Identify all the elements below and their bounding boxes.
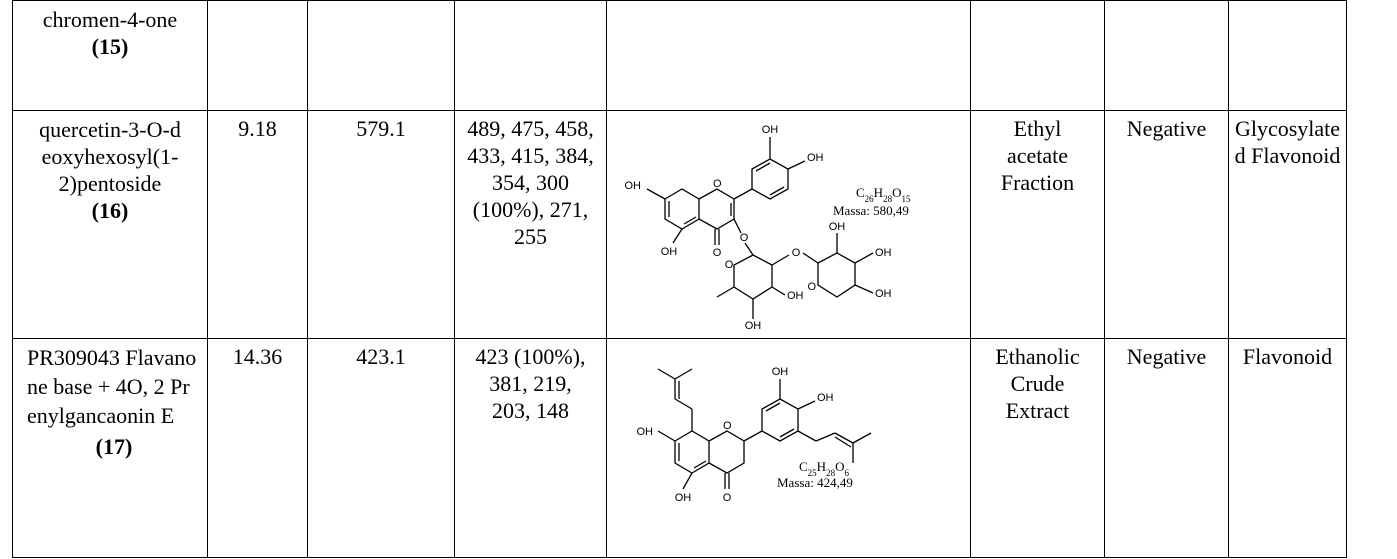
- svg-text:O: O: [713, 247, 722, 259]
- class-cell: [1228, 0, 1347, 111]
- fraction-cell: Ethyl acetate Fraction: [970, 110, 1105, 339]
- molecular-formula: C26H28O15: [856, 185, 911, 204]
- svg-text:O: O: [723, 420, 732, 432]
- table-row: PR309043 Flavanone base + 4O, 2 Prenylga…: [12, 338, 1347, 558]
- compound-table: chromen-4-one (15) quercetin-3-O-deoxyhe…: [12, 0, 1347, 558]
- prenylgancaonin-structure: OH OH OH O OH O C25H28O6 Massa: 424,49: [637, 366, 872, 504]
- svg-text:O: O: [740, 232, 749, 244]
- table-row: chromen-4-one (15): [12, 0, 1347, 111]
- structure-cell: [606, 0, 971, 111]
- svg-text:O: O: [725, 259, 734, 271]
- fraction-cell: Ethanolic Crude Extract: [970, 338, 1105, 558]
- svg-text:OH: OH: [625, 180, 642, 192]
- ion-mode-cell: Negative: [1104, 338, 1229, 558]
- molecular-formula: C25H28O6: [799, 459, 849, 478]
- table-row: quercetin-3-O-deoxyhexosyl(1-2)pentoside…: [12, 110, 1347, 339]
- structure-cell: OH OH OH O OH O O O O OH OH OH OH O OH C…: [606, 110, 971, 339]
- quercetin-glycoside-structure: OH OH OH O OH O O O O OH OH OH OH O OH C…: [625, 124, 911, 332]
- svg-text:OH: OH: [875, 288, 892, 300]
- mz-value: 423.1: [356, 344, 406, 369]
- svg-text:O: O: [713, 178, 722, 190]
- fragments-cell: [454, 0, 607, 111]
- molecular-mass: Massa: 580,49: [833, 203, 909, 218]
- retention-time-cell: [207, 0, 308, 111]
- svg-text:O: O: [807, 281, 816, 293]
- compound-name: chromen-4-one: [42, 7, 178, 32]
- fragment-ions: 489, 475, 458, 433, 415, 384, 354, 300 (…: [467, 116, 594, 249]
- structure-cell: OH OH OH O OH O C25H28O6 Massa: 424,49: [606, 338, 971, 558]
- compound-class: Glycosylated Flavonoid: [1234, 116, 1341, 168]
- fraction: Ethanolic Crude Extract: [995, 344, 1080, 423]
- mz-cell: 579.1: [307, 110, 455, 339]
- svg-text:OH: OH: [762, 124, 779, 136]
- svg-text:OH: OH: [661, 246, 678, 258]
- svg-text:O: O: [792, 247, 801, 259]
- compound-number: (17): [95, 434, 133, 459]
- svg-text:OH: OH: [817, 392, 834, 404]
- svg-text:OH: OH: [637, 426, 654, 438]
- ion-mode: Negative: [1126, 116, 1207, 141]
- retention-time: 14.36: [232, 344, 283, 369]
- retention-time-cell: 14.36: [207, 338, 308, 558]
- retention-time-cell: 9.18: [207, 110, 308, 339]
- ion-mode-cell: [1104, 0, 1229, 111]
- compound-name-cell: chromen-4-one (15): [12, 0, 208, 111]
- fraction-cell: [970, 0, 1105, 111]
- fragments-cell: 489, 475, 458, 433, 415, 384, 354, 300 (…: [454, 110, 607, 339]
- class-cell: Glycosylated Flavonoid: [1228, 110, 1347, 339]
- compound-number: (16): [91, 198, 129, 223]
- svg-text:OH: OH: [787, 290, 804, 302]
- class-cell: Flavonoid: [1228, 338, 1347, 558]
- mz-value: 579.1: [356, 116, 406, 141]
- fragment-ions: 423 (100%), 381, 219, 203, 148: [475, 344, 586, 423]
- svg-text:OH: OH: [745, 320, 762, 332]
- molecular-mass: Massa: 424,49: [777, 475, 853, 490]
- svg-text:OH: OH: [675, 492, 692, 504]
- compound-class: Flavonoid: [1242, 344, 1333, 369]
- svg-text:OH: OH: [875, 247, 892, 259]
- compound-name-cell: quercetin-3-O-deoxyhexosyl(1-2)pentoside…: [12, 110, 208, 339]
- ion-mode: Negative: [1126, 344, 1207, 369]
- compound-number: (15): [91, 34, 129, 59]
- compound-name-cell: PR309043 Flavanone base + 4O, 2 Prenylga…: [12, 338, 208, 558]
- retention-time: 9.18: [238, 116, 277, 141]
- ion-mode-cell: Negative: [1104, 110, 1229, 339]
- compound-name: PR309043 Flavanone base + 4O, 2 Prenylga…: [27, 345, 197, 428]
- fraction: Ethyl acetate Fraction: [1000, 116, 1075, 195]
- mz-cell: [307, 0, 455, 111]
- svg-text:O: O: [723, 492, 732, 504]
- svg-text:OH: OH: [772, 366, 789, 378]
- svg-text:OH: OH: [829, 221, 846, 233]
- compound-name: quercetin-3-O-deoxyhexosyl(1-2)pentoside: [39, 117, 181, 196]
- mz-cell: 423.1: [307, 338, 455, 558]
- fragments-cell: 423 (100%), 381, 219, 203, 148: [454, 338, 607, 558]
- svg-text:OH: OH: [807, 152, 824, 164]
